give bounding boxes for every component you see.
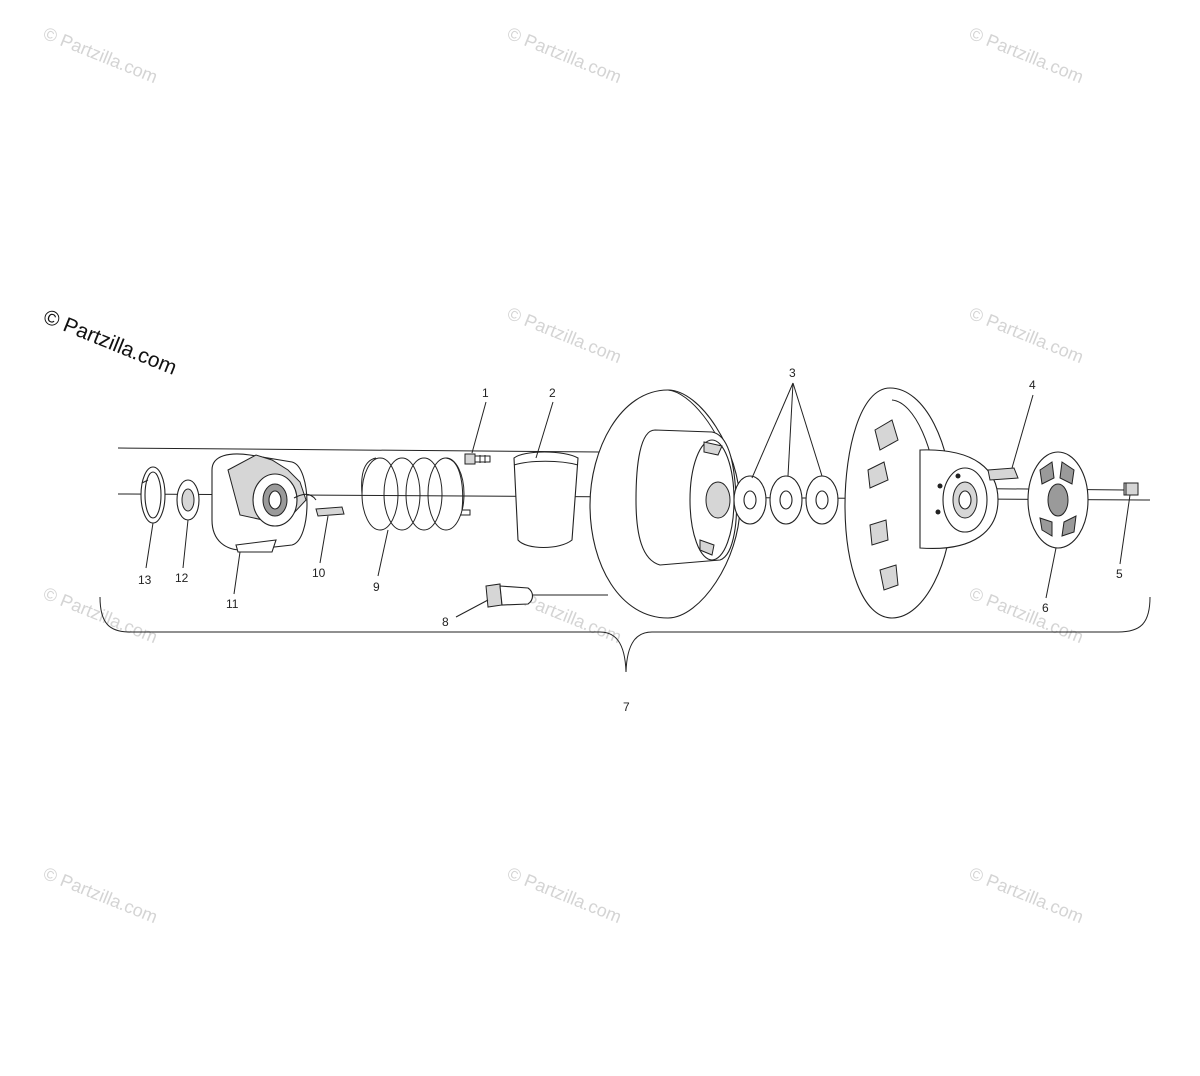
watermark: © Partzilla.com: [505, 303, 625, 367]
watermark: © Partzilla.com: [41, 23, 161, 87]
callout-12: 12: [175, 571, 189, 585]
part-8-pin: [485, 583, 534, 608]
watermark: © Partzilla.com: [967, 583, 1087, 647]
part-13-snap-ring: [140, 466, 166, 524]
watermark: © Partzilla.com: [41, 863, 161, 927]
callout-4: 4: [1029, 378, 1036, 392]
watermark: © Partzilla.com: [967, 863, 1087, 927]
callout-2: 2: [549, 386, 556, 400]
callouts: 1 2 3 4 5 6 7 8 9 10 11 12 13: [138, 366, 1123, 714]
callout-9: 9: [373, 580, 380, 594]
callout-11: 11: [226, 597, 239, 611]
callout-6: 6: [1042, 601, 1049, 615]
watermark: © Partzilla.com: [41, 583, 161, 647]
part-9-spring: [361, 457, 471, 531]
watermark: © Partzilla.com: [505, 23, 625, 87]
part-1-screw: [464, 453, 491, 465]
callout-7: 7: [623, 700, 630, 714]
part-12-washer: [176, 479, 200, 521]
callout-3: 3: [789, 366, 796, 380]
callout-1: 1: [482, 386, 489, 400]
watermark-prominent: © Partzilla.com: [40, 305, 180, 379]
watermark: © Partzilla.com: [967, 23, 1087, 87]
part-4-screw: [987, 467, 1019, 481]
fixed-sheave: [844, 387, 999, 619]
leader-lines: [145, 382, 1131, 618]
part-6-cover-plate: [1027, 451, 1089, 549]
part-5-bolt: [1123, 482, 1139, 496]
callout-10: 10: [312, 566, 326, 580]
callout-5: 5: [1116, 567, 1123, 581]
part-10-pin: [315, 506, 345, 517]
part-11-cam: [211, 453, 317, 553]
watermark: © Partzilla.com: [505, 863, 625, 927]
watermark: © Partzilla.com: [967, 303, 1087, 367]
callout-13: 13: [138, 573, 152, 587]
callout-8: 8: [442, 615, 449, 629]
part-3-washers: [733, 475, 839, 525]
moveable-sheave: [589, 389, 741, 619]
assembly-brace: [99, 596, 1151, 673]
part-2-bushing: [513, 451, 579, 549]
